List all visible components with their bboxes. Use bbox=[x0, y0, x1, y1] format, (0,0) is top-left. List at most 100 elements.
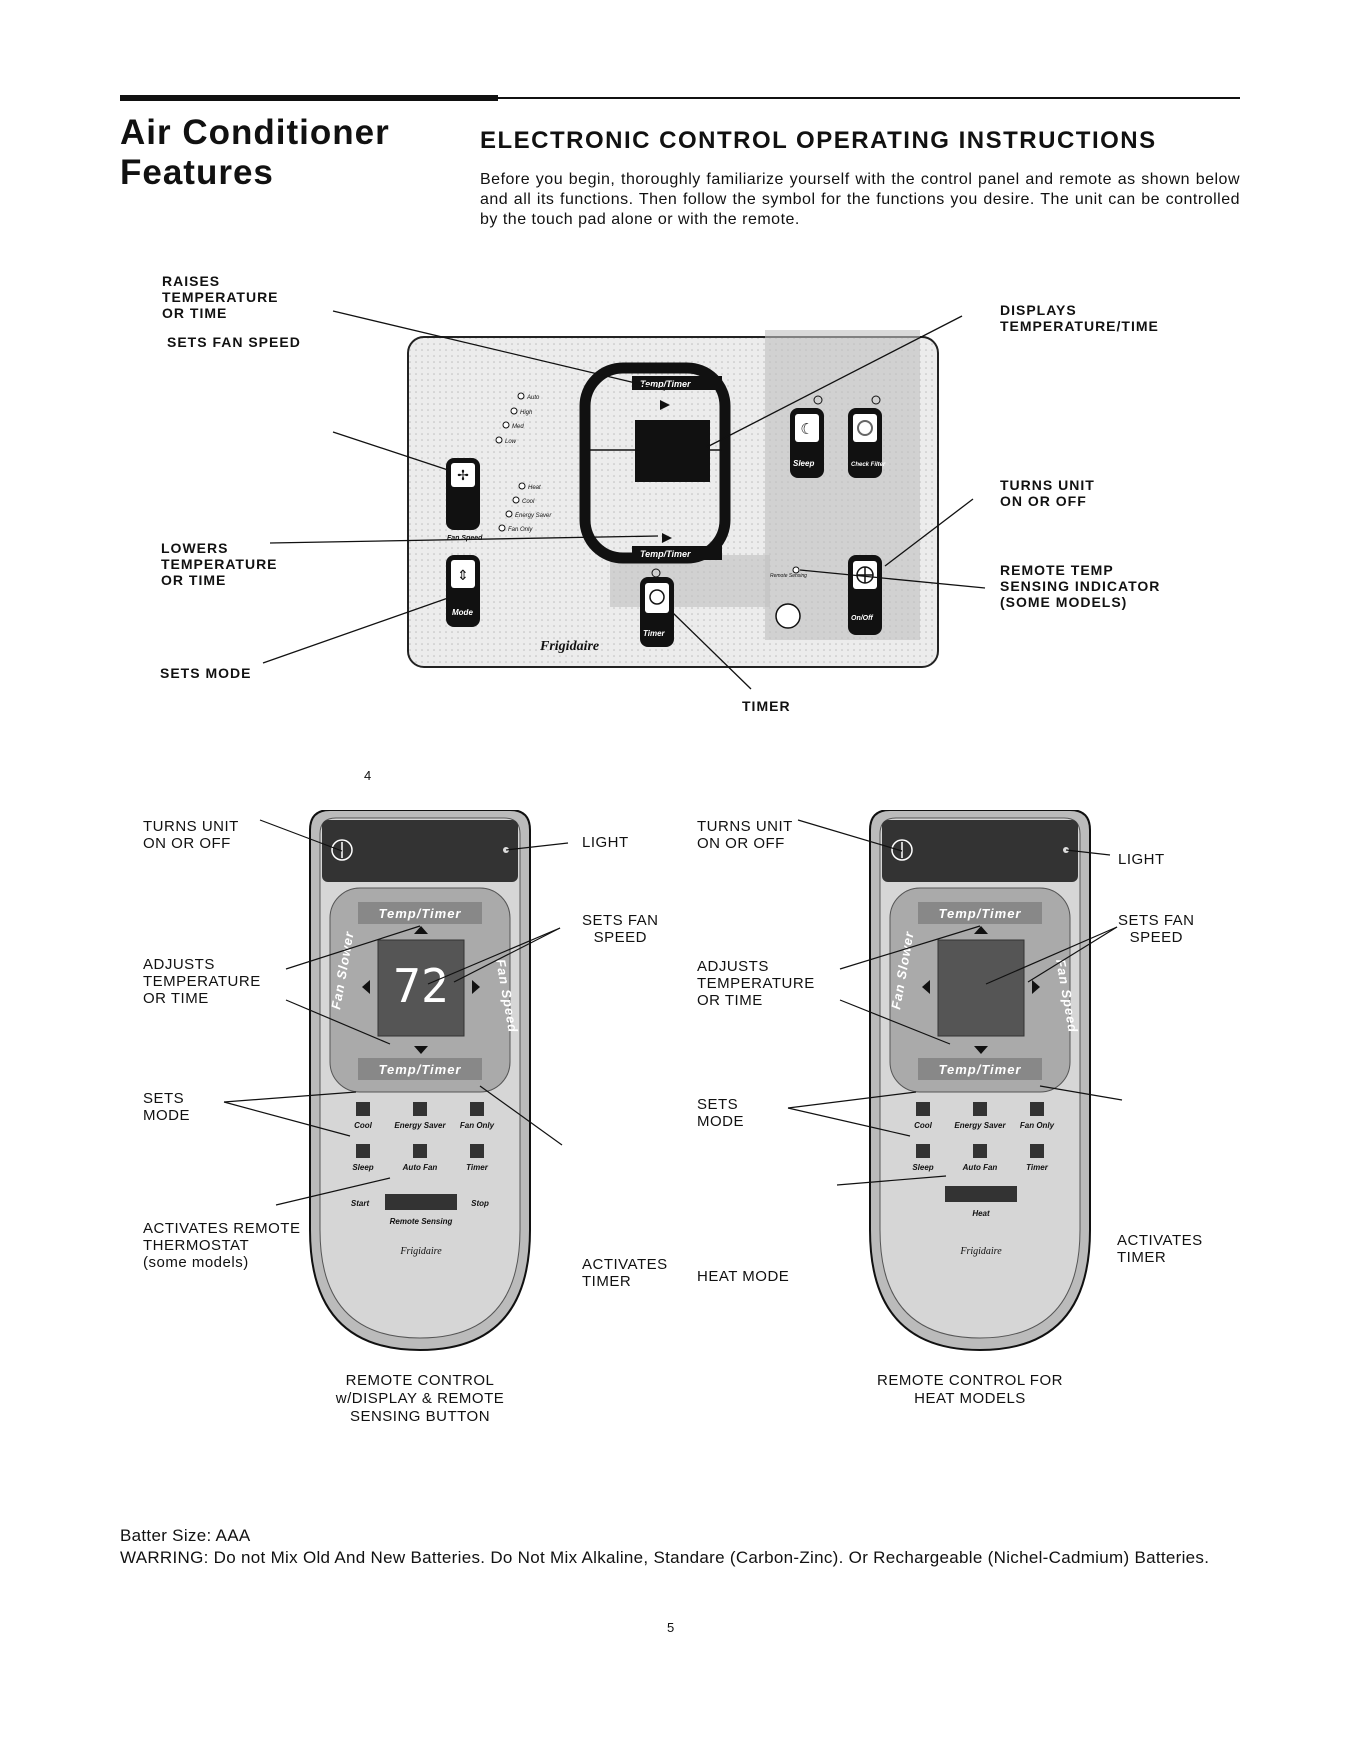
temp-timer-label-top: Temp/Timer bbox=[640, 379, 691, 389]
remote-1-cool-label: Cool bbox=[354, 1121, 373, 1130]
remote-1-brand-logo: Frigidaire bbox=[399, 1246, 442, 1257]
remote-1-callout-activates-remote: ACTIVATES REMOTE THERMOSTAT (some models… bbox=[143, 1220, 301, 1271]
brand-logo: Frigidaire bbox=[539, 639, 599, 654]
remote-1-up-arrow-icon[interactable] bbox=[414, 926, 428, 934]
section-title: Air Conditioner Features bbox=[120, 113, 390, 192]
remote-2-callout-activates-timer: ACTIVATES TIMER bbox=[1117, 1232, 1203, 1266]
on-off-button[interactable] bbox=[848, 555, 882, 635]
led-heat-label: Heat bbox=[528, 485, 541, 491]
battery-size: Batter Size: AAA bbox=[120, 1526, 251, 1545]
temp-up-arrow-icon[interactable] bbox=[660, 400, 670, 410]
up-down-icon: ⇕ bbox=[457, 568, 469, 584]
remote-sensor-window bbox=[775, 603, 801, 629]
remote-2-down-arrow-icon[interactable] bbox=[974, 1046, 988, 1054]
mode-button[interactable]: ⇕ bbox=[446, 555, 480, 627]
remote-2-callout-fan-speed: SETS FAN SPEED bbox=[1118, 912, 1195, 946]
remote-2-right-arrow-icon[interactable] bbox=[1032, 980, 1040, 994]
filter-icon bbox=[857, 420, 873, 436]
remote-1-callout-activates-timer: ACTIVATES TIMER bbox=[582, 1256, 668, 1290]
remote-1-sleep-label: Sleep bbox=[352, 1163, 373, 1172]
remote-2-display bbox=[937, 939, 1025, 1037]
remote-2-temp-timer-top: Temp/Timer bbox=[939, 906, 1022, 921]
remote-2-cool-label: Cool bbox=[914, 1121, 933, 1130]
led-auto-label: Auto bbox=[526, 395, 540, 401]
remote-1-callout-turns-unit: TURNS UNIT ON OR OFF bbox=[143, 818, 239, 852]
remote-2-left-arrow-icon[interactable] bbox=[922, 980, 930, 994]
fan-speed-button[interactable]: ✢ bbox=[446, 458, 480, 530]
remote-1-remote-sensing-button[interactable] bbox=[385, 1194, 457, 1210]
callout-lowers-temperature: LOWERS TEMPERATURE OR TIME bbox=[161, 540, 278, 588]
remote-1-timer-label: Timer bbox=[466, 1163, 489, 1172]
remote-1-power-icon[interactable] bbox=[331, 839, 353, 861]
sleep-button[interactable]: ☾ bbox=[790, 395, 824, 478]
remote-2-heat-button[interactable] bbox=[945, 1186, 1017, 1202]
remote-2-top-bar bbox=[882, 820, 1078, 882]
remote-1-callout-sets-mode: SETS MODE bbox=[143, 1090, 190, 1124]
remote-2-fan-only-label: Fan Only bbox=[1020, 1121, 1055, 1130]
remote-1-fan-only-label: Fan Only bbox=[460, 1121, 495, 1130]
intro-paragraph: Before you begin, thoroughly familiarize… bbox=[480, 171, 1240, 228]
remote-control-2: Temp/Timer Temp/Timer Fan Slower Fan Spe… bbox=[869, 810, 1091, 1352]
remote-2-callout-sets-mode: SETS MODE bbox=[697, 1096, 744, 1130]
led-low-label: Low bbox=[505, 439, 517, 445]
clock-icon bbox=[649, 589, 665, 605]
control-panel-diagram: Temp/Timer Temp/Timer ✢ Fan Speed ⇕ Mode… bbox=[262, 310, 986, 690]
timer-label: Timer bbox=[643, 629, 666, 638]
fan-speed-label: Fan Speed bbox=[447, 535, 483, 542]
temp-down-arrow-icon[interactable] bbox=[662, 533, 672, 543]
led-cool-label: Cool bbox=[522, 499, 535, 505]
remote-1-top-bar bbox=[322, 820, 518, 882]
page-number-4: 4 bbox=[364, 768, 372, 783]
remote-2-mode-buttons[interactable] bbox=[916, 1102, 1044, 1158]
mode-leds: Heat Cool Energy Saver Fan Only bbox=[498, 482, 552, 533]
on-off-label: On/Off bbox=[851, 615, 873, 622]
remote-1-temp-timer-bottom: Temp/Timer bbox=[379, 1062, 462, 1077]
remote-1-energy-saver-label: Energy Saver bbox=[394, 1121, 446, 1130]
led-med-label: Med bbox=[512, 424, 524, 430]
remote-2-up-arrow-icon[interactable] bbox=[974, 926, 988, 934]
remote-1-remote-sensing-label: Remote Sensing bbox=[390, 1217, 453, 1226]
remote-2-timer-label: Timer bbox=[1026, 1163, 1049, 1172]
callout-displays-temperature: DISPLAYS TEMPERATURE/TIME bbox=[1000, 302, 1159, 334]
remote-2-energy-saver-label: Energy Saver bbox=[954, 1121, 1006, 1130]
led-high-label: High bbox=[520, 410, 533, 416]
remote-2-callout-turns-unit: TURNS UNIT ON OR OFF bbox=[697, 818, 793, 852]
led-energy-saver-label: Energy Saver bbox=[515, 513, 552, 519]
temperature-display bbox=[635, 420, 710, 482]
remote-1-down-arrow-icon[interactable] bbox=[414, 1046, 428, 1054]
timer-button[interactable] bbox=[640, 568, 674, 647]
mode-label: Mode bbox=[452, 608, 473, 617]
remote-1-start-label: Start bbox=[351, 1199, 370, 1208]
remote-1-callout-fan-speed: SETS FAN SPEED bbox=[582, 912, 659, 946]
fan-speed-leds: Auto High Med Low bbox=[495, 392, 540, 445]
remote-2-callout-adjusts: ADJUSTS TEMPERATURE OR TIME bbox=[697, 958, 815, 1009]
remote-2-callout-light: LIGHT bbox=[1118, 851, 1165, 868]
remote-sensing-indicator-label: Remote Sensing bbox=[770, 573, 807, 579]
remote-1-callout-light: LIGHT bbox=[582, 834, 629, 851]
battery-warning: WARRING: Do not Mix Old And New Batterie… bbox=[120, 1548, 1210, 1567]
remote-2-auto-fan-label: Auto Fan bbox=[962, 1163, 998, 1172]
moon-icon: ☾ bbox=[800, 420, 813, 438]
remote-1-right-arrow-icon[interactable] bbox=[472, 980, 480, 994]
fan-icon: ✢ bbox=[457, 468, 469, 484]
header-rule-thin bbox=[498, 97, 1240, 99]
remote-2-power-icon[interactable] bbox=[891, 839, 913, 861]
led-fan-only-label: Fan Only bbox=[508, 527, 533, 533]
battery-notes: Batter Size: AAA WARRING: Do not Mix Old… bbox=[120, 1525, 1260, 1569]
remote-1-mode-buttons[interactable] bbox=[356, 1102, 484, 1158]
check-filter-label: Check Filter bbox=[851, 462, 886, 468]
header-rule-thick bbox=[120, 95, 498, 101]
remote-2-temp-timer-bottom: Temp/Timer bbox=[939, 1062, 1022, 1077]
remote-1-auto-fan-label: Auto Fan bbox=[402, 1163, 438, 1172]
check-filter-button[interactable] bbox=[848, 395, 882, 478]
callout-fan-speed: SETS FAN SPEED bbox=[167, 334, 301, 350]
remote-2-callout-heat-mode: HEAT MODE bbox=[697, 1268, 790, 1285]
remote-1-display bbox=[377, 939, 465, 1037]
main-heading: ELECTRONIC CONTROL OPERATING INSTRUCTION… bbox=[480, 127, 1157, 154]
remote-1-stop-label: Stop bbox=[471, 1199, 489, 1208]
page-number-5: 5 bbox=[667, 1620, 675, 1635]
temp-timer-label-bottom: Temp/Timer bbox=[640, 549, 691, 559]
callout-raises-temperature: RAISES TEMPERATURE OR TIME bbox=[162, 273, 279, 321]
remote-control-1: Temp/Timer Temp/Timer Fan Slower Fan Spe… bbox=[309, 810, 531, 1352]
remote-1-left-arrow-icon[interactable] bbox=[362, 980, 370, 994]
